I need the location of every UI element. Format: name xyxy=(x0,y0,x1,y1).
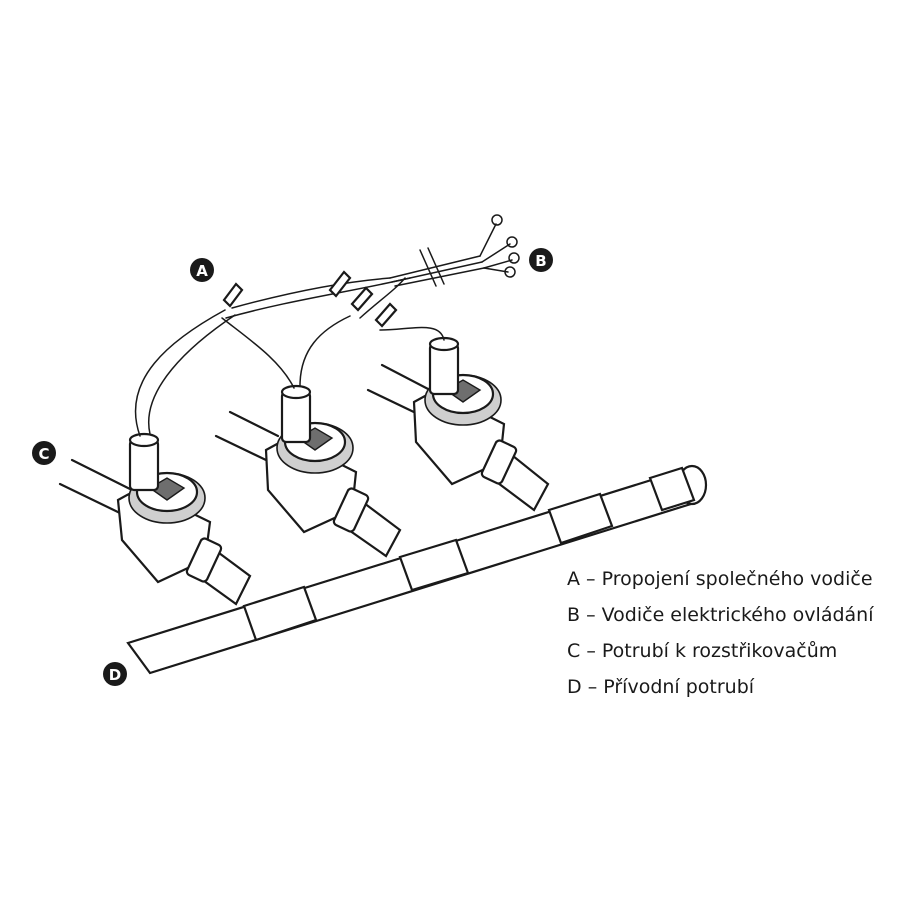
svg-text:D: D xyxy=(109,666,121,684)
legend-item-b: B – Vodiče elektrického ovládání xyxy=(567,604,874,626)
callout-a: A xyxy=(190,258,214,282)
callout-b: B xyxy=(529,248,553,272)
valve-2 xyxy=(264,384,402,558)
legend-item-a: A – Propojení společného vodiče xyxy=(567,568,873,590)
svg-text:C: C xyxy=(38,445,49,463)
control-wires xyxy=(134,214,520,437)
legend-item-c: C – Potrubí k rozstřikovačům xyxy=(567,640,838,662)
callout-d: D xyxy=(103,662,127,686)
lateral-pipes xyxy=(58,363,432,516)
callout-c: C xyxy=(32,441,56,465)
svg-text:A: A xyxy=(196,262,208,280)
legend-item-d: D – Přívodní potrubí xyxy=(567,676,755,698)
valve-1 xyxy=(116,432,252,606)
valve-3 xyxy=(412,336,550,512)
svg-text:B: B xyxy=(535,252,546,270)
supply-pipe xyxy=(126,464,708,675)
legend: A – Propojení společného vodiče B – Vodi… xyxy=(567,566,874,710)
